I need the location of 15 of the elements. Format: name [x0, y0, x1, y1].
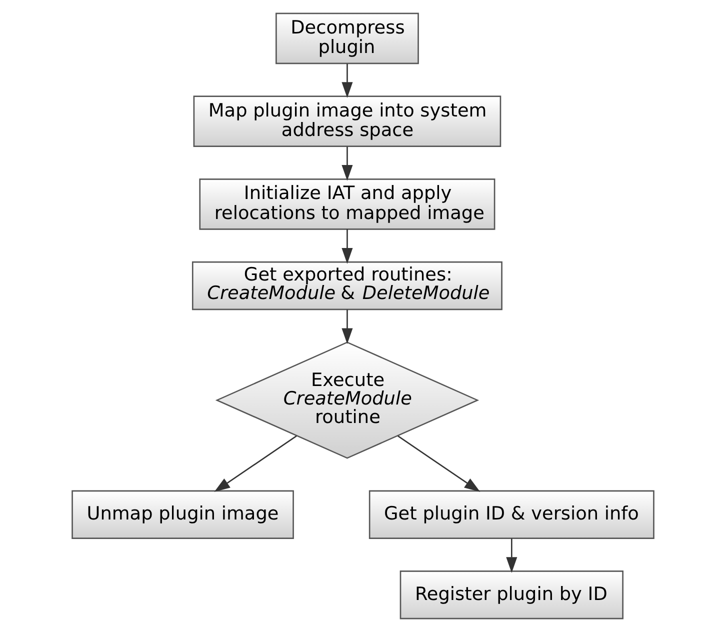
arrow [342, 64, 353, 98]
arrow [506, 538, 518, 573]
node-box: Get plugin ID & version info [368, 490, 654, 539]
node-box: Map plugin image into system address space [193, 96, 502, 147]
node-box: Register plugin by ID [400, 570, 624, 620]
arrow [214, 435, 297, 492]
arrow [398, 435, 480, 492]
arrow [342, 229, 353, 264]
node-box: Unmap plugin image [72, 490, 294, 539]
arrow [342, 146, 353, 181]
node-diamond: Execute CreateModule routine [215, 342, 480, 459]
node-box: Decompress plugin [276, 12, 419, 64]
node-box: Get exported routines: CreateModule & DeleteModule [192, 261, 502, 310]
node-box: Initialize IAT and apply relocations to mapped image [199, 178, 496, 230]
arrow [342, 310, 353, 344]
